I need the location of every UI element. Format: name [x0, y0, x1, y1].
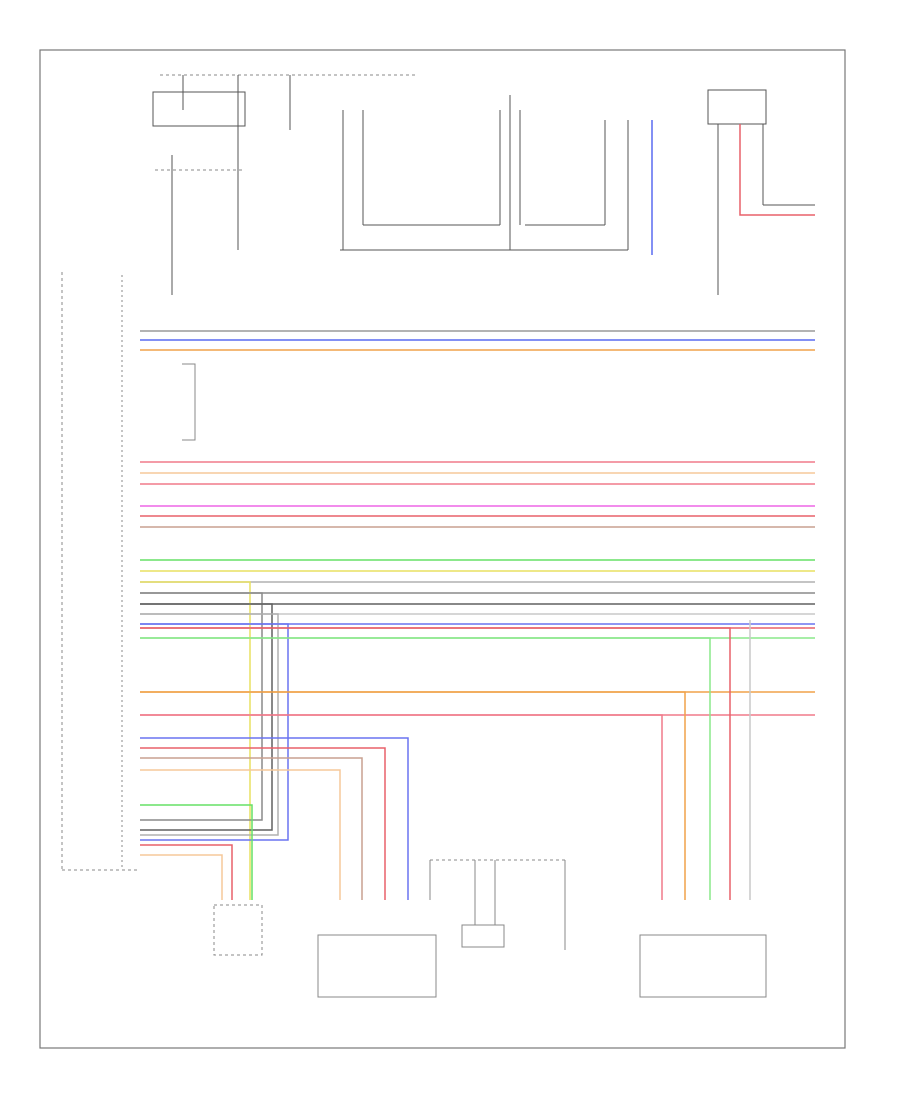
drop-silver	[140, 613, 279, 836]
control-module-box	[707, 89, 767, 125]
drop-peach-left	[140, 854, 223, 900]
bottom-components	[213, 859, 767, 998]
horizontal-wires	[140, 330, 815, 716]
drop-tan-mid	[140, 757, 363, 900]
drop-blue	[140, 623, 289, 841]
drop-peach-mid	[140, 769, 341, 900]
right-front-suspension-box	[639, 934, 767, 998]
left-front-suspension-box	[317, 934, 437, 998]
drop-pink-right	[140, 714, 663, 900]
drop-green-right	[140, 637, 711, 900]
drop-orange-right	[140, 691, 686, 900]
drop-yellow	[140, 581, 251, 900]
drop-green-left	[140, 804, 253, 900]
drop-red-right	[140, 627, 731, 900]
relay-box	[152, 91, 246, 127]
top-components	[152, 74, 815, 295]
drop-gray-1	[140, 592, 263, 821]
drop-blue-mid	[140, 737, 409, 900]
diagram-border	[39, 49, 846, 1049]
vertical-drops	[140, 581, 751, 900]
left-sensor-box	[213, 904, 263, 956]
drop-gray-2	[140, 603, 273, 831]
drop-red-mid	[140, 747, 386, 900]
top-red-wire	[739, 124, 815, 216]
drop-red-left	[140, 844, 233, 900]
center-switch-box	[461, 924, 505, 948]
ecu-connector	[61, 272, 196, 871]
